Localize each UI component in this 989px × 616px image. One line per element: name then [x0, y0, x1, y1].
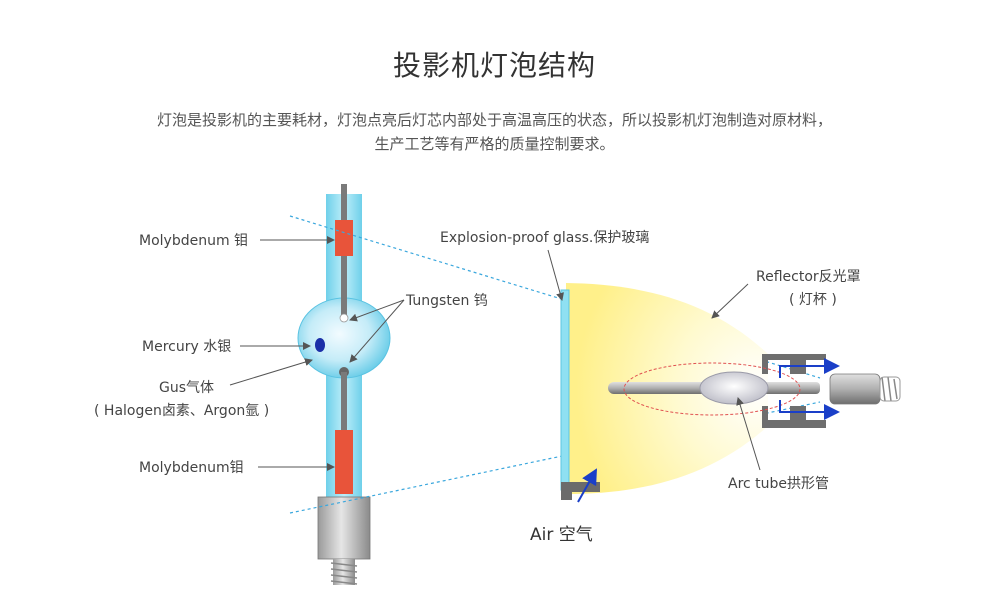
end-connector-thread: [881, 376, 898, 402]
airflow-arrow-lower: [779, 400, 840, 420]
lamp-bulb-illustration: [297, 184, 391, 585]
label-reflector-line2: ( 灯杯 ): [789, 292, 837, 308]
mercury-drop: [315, 338, 325, 352]
lamp-base: [317, 496, 371, 560]
airflow-arrow-upper: [779, 358, 840, 378]
arc-tube-bulb: [699, 371, 769, 405]
description-line-1: 灯泡是投影机的主要耗材，灯泡点亮后灯芯内部处于高温高压的状态，所以投影机灯泡制造…: [156, 111, 832, 129]
molybdenum-foil-bottom: [335, 430, 353, 494]
bottom-electrode: [341, 372, 347, 430]
top-lead-wire: [341, 184, 347, 224]
page-description: 灯泡是投影机的主要耗材，灯泡点亮后灯芯内部处于高温高压的状态，所以投影机灯泡制造…: [90, 108, 899, 156]
rear-housing-bottom: [762, 406, 826, 428]
label-molybdenum-bottom: Molybdenum钼: [139, 460, 244, 476]
glass-clip: [561, 482, 600, 500]
label-gas-line2: ( Halogen卤素、Argon氩 ): [94, 403, 269, 419]
protective-glass: [560, 289, 570, 491]
air-inlet-arrow: [577, 468, 597, 503]
end-connector-tip: [879, 376, 901, 402]
molybdenum-foil-top: [335, 220, 353, 256]
top-electrode: [341, 256, 347, 316]
label-mercury: Mercury 水银: [142, 339, 231, 355]
label-reflector-line1: Reflector反光罩: [756, 269, 861, 285]
label-gas-line1: Gus气体: [159, 380, 214, 396]
label-explosion-glass: Explosion-proof glass.保护玻璃: [440, 229, 649, 246]
page-title: 投影机灯泡结构: [392, 49, 596, 82]
label-air: Air 空气: [530, 525, 593, 545]
description-line-2: 生产工艺等有严格的质量控制要求。: [374, 135, 615, 153]
reflector-assembly: [560, 283, 901, 503]
label-arc-tube: Arc tube拱形管: [728, 476, 829, 492]
label-molybdenum-top: Molybdenum 钼: [139, 233, 248, 249]
end-connector: [829, 373, 881, 405]
arc-lamp-stem-left: [608, 382, 718, 394]
tungsten-tip-top: [339, 313, 349, 323]
leader-lines: [229, 236, 761, 471]
screw-thread: [330, 562, 358, 585]
label-tungsten: Tungsten 钨: [405, 293, 488, 309]
arc-tube-highlight: [623, 362, 801, 416]
rear-housing-top: [762, 354, 826, 374]
